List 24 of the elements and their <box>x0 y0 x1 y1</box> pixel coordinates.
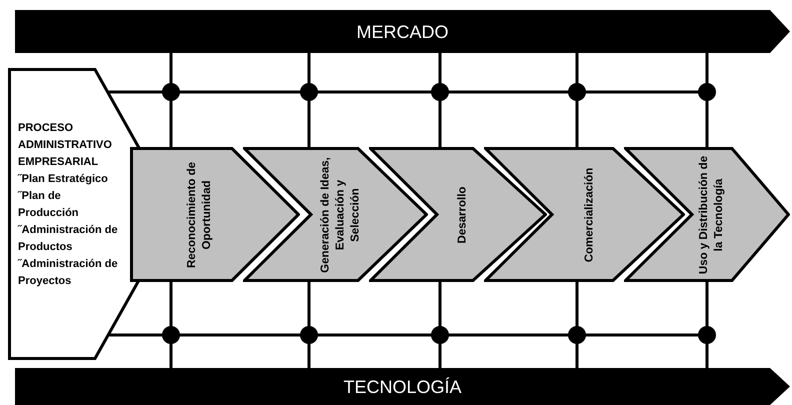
step-label: Desarrollo <box>456 186 470 243</box>
connector-line <box>108 83 716 101</box>
connector-line <box>308 53 310 147</box>
connector-line <box>438 53 442 147</box>
band-label: TECNOLOGÍA <box>343 378 462 396</box>
connector-line <box>706 282 708 368</box>
panel-heading: PROCESO ADMINISTRATIVO EMPRESARIAL <box>18 121 113 170</box>
connector-line <box>576 53 578 147</box>
list-item: ˝Plan de Producción <box>18 189 80 221</box>
connector-line <box>109 326 716 344</box>
step-label: Comercialización <box>582 167 596 262</box>
step-label: Uso y Distribución de la Tecnología <box>697 154 726 276</box>
connector-line <box>308 282 310 368</box>
connector-line <box>438 282 442 368</box>
connector-line <box>170 53 172 147</box>
band-label: MERCADO <box>356 22 448 40</box>
connector-line <box>170 282 172 368</box>
list-item: ˝Plan Estratégico <box>18 172 109 187</box>
list-item: ˝Administración de Productos <box>18 223 119 255</box>
connector-line <box>706 53 708 147</box>
list-item: ˝Administración de Proyectos <box>18 257 119 289</box>
connector-line <box>576 282 578 368</box>
step-label: Reconocimiento de Oportunidad <box>185 160 214 270</box>
step-label: Generación de Ideas, Evaluación y Selección <box>318 156 362 274</box>
